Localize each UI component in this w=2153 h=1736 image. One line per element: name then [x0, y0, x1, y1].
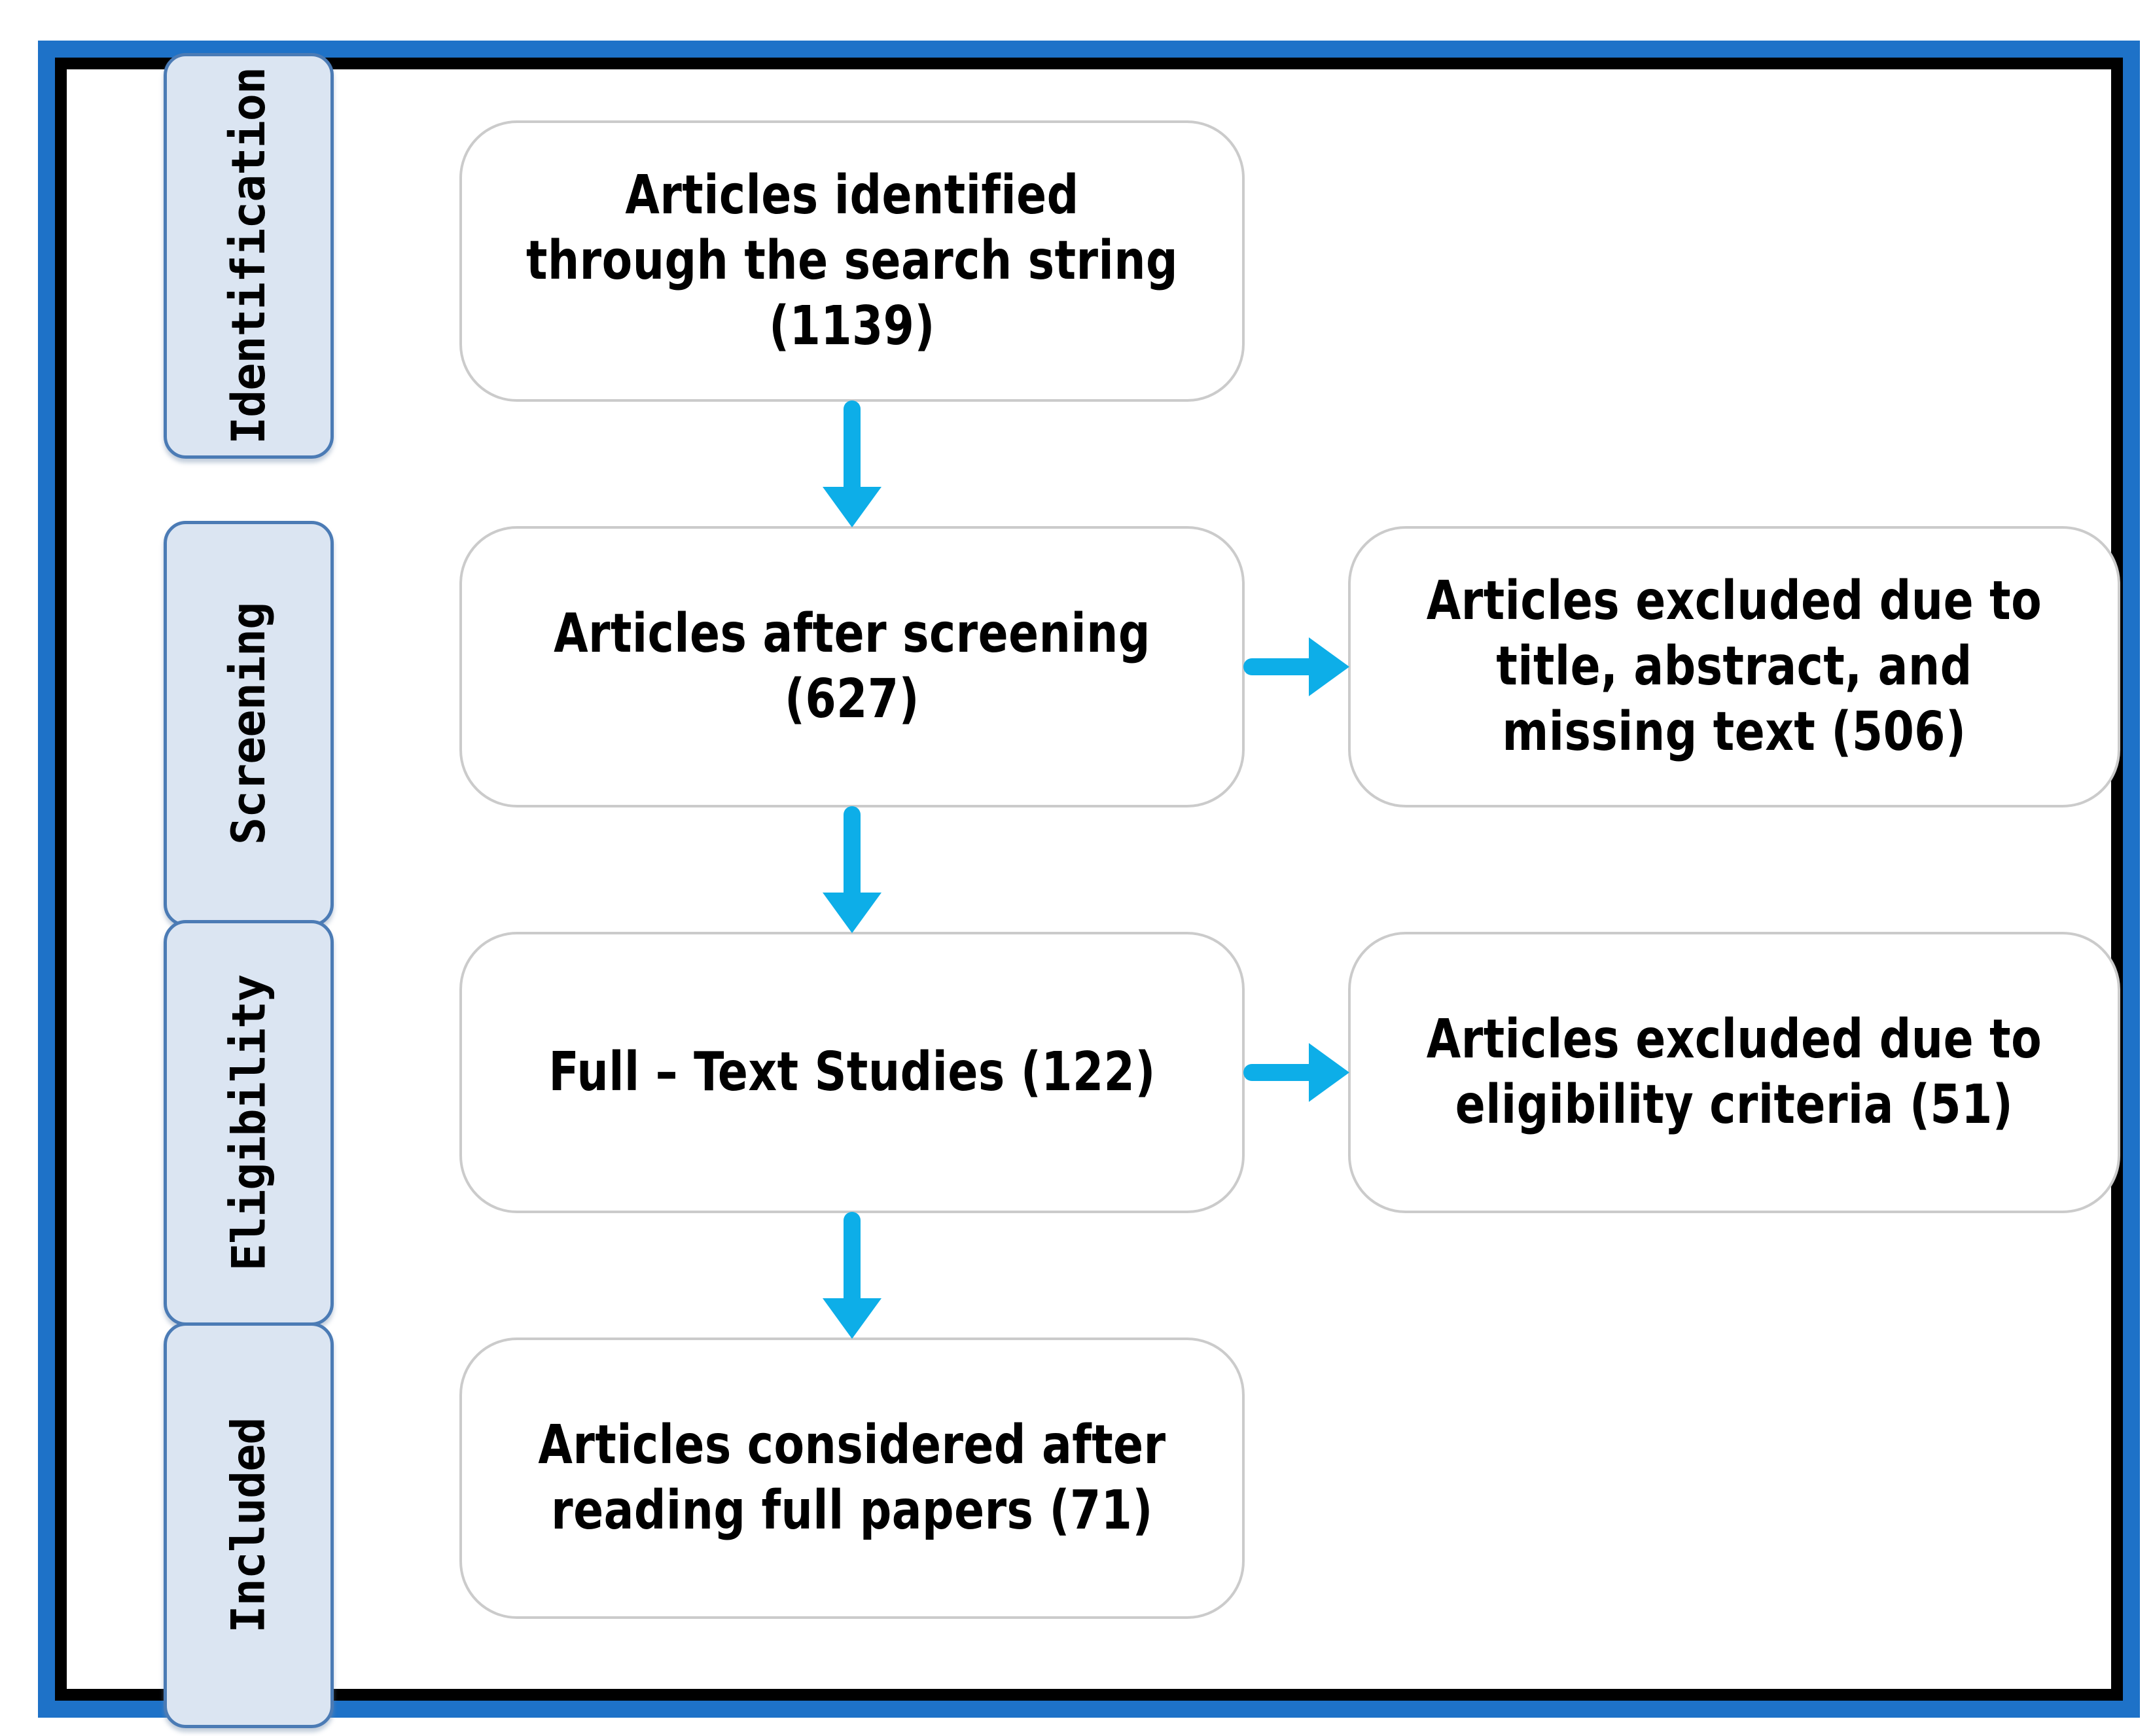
arrow-head	[823, 893, 881, 933]
arrow-shaft	[1243, 658, 1309, 675]
arrow-shaft	[1243, 1064, 1309, 1081]
stage-label-eligibility-text: Eligibility	[222, 974, 276, 1271]
stage-label-screening: Screening	[164, 521, 334, 927]
flow-box-articles-after-screening-text: Articles after screening (627)	[554, 602, 1150, 730]
flow-box-excluded-screening: Articles excluded due to title, abstract…	[1348, 526, 2120, 807]
flow-box-articles-after-screening: Articles after screening (627)	[459, 526, 1245, 807]
stage-label-included-text: Included	[222, 1417, 276, 1633]
arrow-shaft	[844, 806, 861, 893]
arrow-screening-to-excluded	[1243, 634, 1349, 700]
arrow-shaft	[844, 400, 861, 487]
stage-label-identification: Identification	[164, 53, 334, 459]
stage-label-included: Included	[164, 1322, 334, 1728]
arrow-fulltext-to-excluded	[1243, 1040, 1349, 1105]
arrow-identified-to-screening	[813, 400, 891, 527]
flow-box-articles-included-text: Articles considered after reading full p…	[538, 1413, 1166, 1542]
arrow-fulltext-to-included	[813, 1212, 891, 1339]
arrow-head	[823, 487, 881, 527]
stage-label-eligibility: Eligibility	[164, 920, 334, 1326]
flow-box-articles-identified-text: Articles identified through the search s…	[525, 164, 1179, 358]
flow-box-full-text-studies-text: Full – Text Studies (122)	[548, 1040, 1156, 1103]
figure-outer-border: Identification Screening Eligibility Inc…	[38, 41, 2140, 1728]
flow-box-excluded-eligibility-text: Articles excluded due to eligibility cri…	[1426, 1008, 2042, 1136]
flow-box-excluded-screening-text: Articles excluded due to title, abstract…	[1426, 569, 2042, 764]
stage-label-screening-text: Screening	[222, 602, 276, 845]
flow-box-excluded-eligibility: Articles excluded due to eligibility cri…	[1348, 932, 2120, 1213]
diagram-canvas: Identification Screening Eligibility Inc…	[67, 53, 2120, 1728]
flow-box-full-text-studies: Full – Text Studies (122)	[459, 932, 1245, 1213]
arrow-screening-to-fulltext	[813, 806, 891, 933]
arrow-head	[1309, 637, 1349, 696]
flow-box-articles-identified: Articles identified through the search s…	[459, 120, 1245, 402]
figure-inner-border: Identification Screening Eligibility Inc…	[55, 53, 2123, 1728]
arrow-head	[1309, 1043, 1349, 1102]
stage-label-identification-text: Identification	[222, 67, 276, 445]
flow-box-articles-included: Articles considered after reading full p…	[459, 1337, 1245, 1619]
arrow-shaft	[844, 1212, 861, 1298]
arrow-head	[823, 1298, 881, 1339]
